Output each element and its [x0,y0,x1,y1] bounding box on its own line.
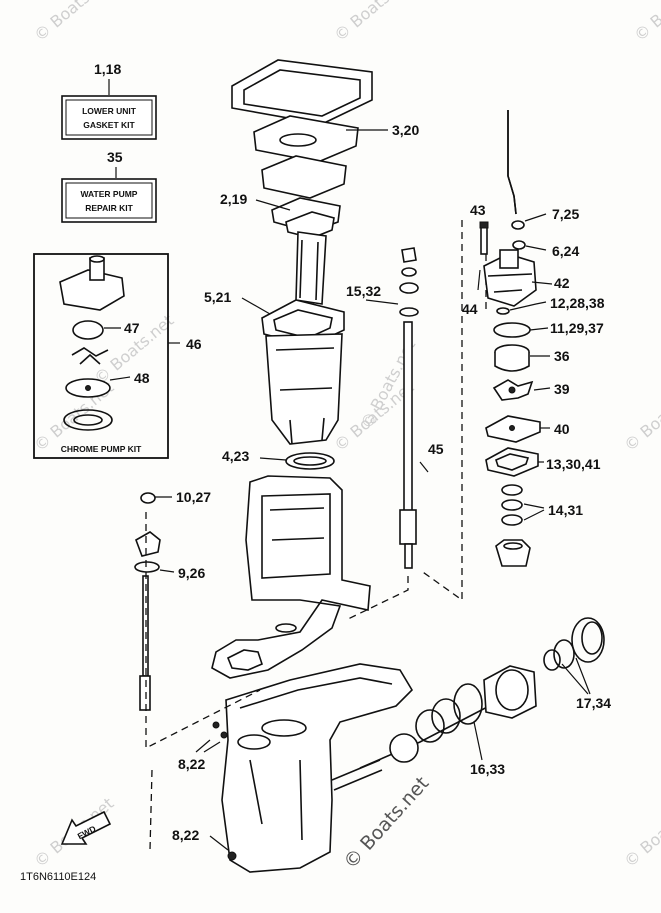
water-pump-repair-kit: 35 WATER PUMP REPAIR KIT [61,149,157,223]
callout-label: 9,26 [178,565,205,581]
callout-label: 8,22 [172,827,199,843]
callout-label: 3,20 [392,122,419,138]
callout-label: 44 [462,301,478,317]
callout-label: 13,30,41 [546,456,601,472]
watermark-text: © Boats.net [630,0,661,45]
chrome-pump-kit-box: 46 47 48 CHROME PUMP KIT [33,253,202,459]
callout-label: 42 [554,275,570,291]
callout-label: 8,22 [178,756,205,772]
watermark-text: © Boats.net [30,0,117,45]
water-pump-stack [479,110,541,567]
watermark-text: © Boats.net [330,0,417,45]
callout-label: 45 [428,441,444,457]
callout-label: 40 [554,421,570,437]
callout-label: 12,28,38 [550,295,605,311]
watermark-text: © Boats.net [620,378,661,455]
callout-label: 7,25 [552,206,579,222]
kit-title: CHROME PUMP KIT [61,444,142,454]
callout-label: 36 [554,348,570,364]
callout-label: 47 [124,320,140,336]
kit-line2: GASKET KIT [83,120,135,130]
callouts: 3,20 2,19 5,21 15,32 4,23 10,27 9,26 8,2… [155,122,611,851]
callout-label: 17,34 [576,695,611,711]
forward-direction-arrow: FWD [60,810,112,845]
upper-gasket-stack [231,59,373,239]
lower-casing [211,475,371,679]
callout-label: 10,27 [176,489,211,505]
propeller-shaft-housing [212,617,605,861]
callout-label: 16,33 [470,761,505,777]
callout-label: 4,23 [222,448,249,464]
callout-label: 46 [186,336,202,352]
boats-net-watermark: © Boats.net [339,772,433,873]
kit-line1: LOWER UNIT [82,106,137,116]
kit-ref-label: 35 [107,149,123,165]
diagram-code: 1T6N6110E124 [20,871,96,883]
callout-label: 5,21 [204,289,231,305]
lower-unit-gasket-kit: 1,18 LOWER UNIT GASKET KIT [61,61,157,140]
kit-line1: WATER PUMP [81,189,138,199]
shift-rod-assembly [134,492,161,711]
kit-line2: REPAIR KIT [85,203,133,213]
drive-shaft [399,247,429,569]
callout-label: 15,32 [346,283,381,299]
drive-shaft-housing [261,231,345,470]
kit-ref-label: 1,18 [94,61,121,77]
callout-label: 48 [134,370,150,386]
callout-label: 11,29,37 [550,320,604,336]
callout-label: 39 [554,381,570,397]
callout-label: 6,24 [552,243,579,259]
callout-label: 14,31 [548,502,583,518]
callout-label: 2,19 [220,191,247,207]
callout-label: 43 [470,202,486,218]
watermark-text: © Boats.net [620,794,661,871]
